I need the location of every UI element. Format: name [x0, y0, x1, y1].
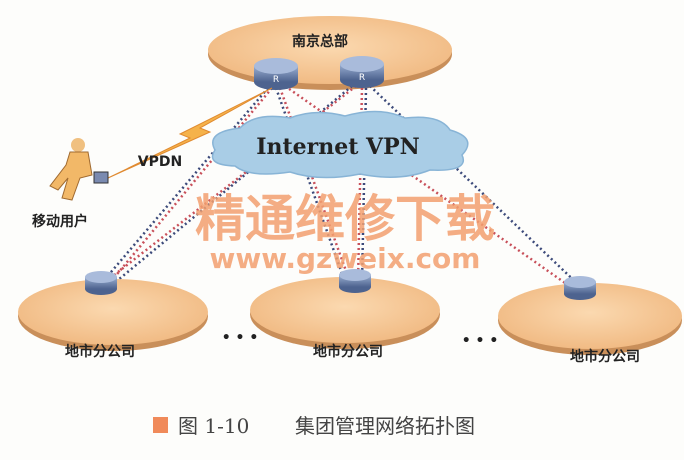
- branch-site-1: 地市分公司: [18, 271, 208, 360]
- caption-marker: [153, 417, 168, 433]
- link-hq1-branch1-b: [99, 87, 269, 286]
- mobile-user-icon: [49, 138, 109, 201]
- ellipsis: • • •: [462, 333, 499, 349]
- ellipsis: • • •: [222, 330, 259, 346]
- link-hq1-branch2: [278, 87, 352, 283]
- router-icon: R: [340, 56, 384, 88]
- svg-text:R: R: [273, 75, 279, 85]
- link-hq1-branch3: [284, 84, 576, 292]
- headquarters-label: 南京总部: [292, 33, 348, 50]
- branch-label: 地市分公司: [570, 348, 640, 365]
- link-hq2-branch3: [369, 85, 585, 291]
- figure-number: 图 1-10: [178, 414, 249, 438]
- figure-title: 集团管理网络拓扑图: [295, 414, 475, 438]
- branch-label: 地市分公司: [65, 343, 135, 360]
- link-hq2-branch2: [356, 87, 364, 283]
- watermark-url: www.gzweix.com: [210, 242, 481, 275]
- link-hq1-branch2-b: [274, 87, 347, 283]
- branch-site-2: 地市分公司: [250, 269, 440, 360]
- router-icon: R: [254, 58, 298, 90]
- watermark-title: 精通维修下载: [195, 190, 495, 248]
- branch-label: 地市分公司: [313, 343, 383, 360]
- svg-text:R: R: [359, 73, 365, 83]
- link-hq2-branch1: [103, 85, 357, 284]
- vpdn-label: VPDN: [138, 154, 182, 170]
- mobile-user-label: 移动用户: [32, 213, 88, 230]
- headquarters-site: 南京总部: [208, 16, 452, 90]
- internet-vpn-cloud: Internet VPN: [211, 110, 469, 179]
- link-hq2-branch2-b: [360, 87, 368, 283]
- cloud-label: Internet VPN: [256, 134, 420, 160]
- branch-site-3: 地市分公司: [498, 276, 682, 365]
